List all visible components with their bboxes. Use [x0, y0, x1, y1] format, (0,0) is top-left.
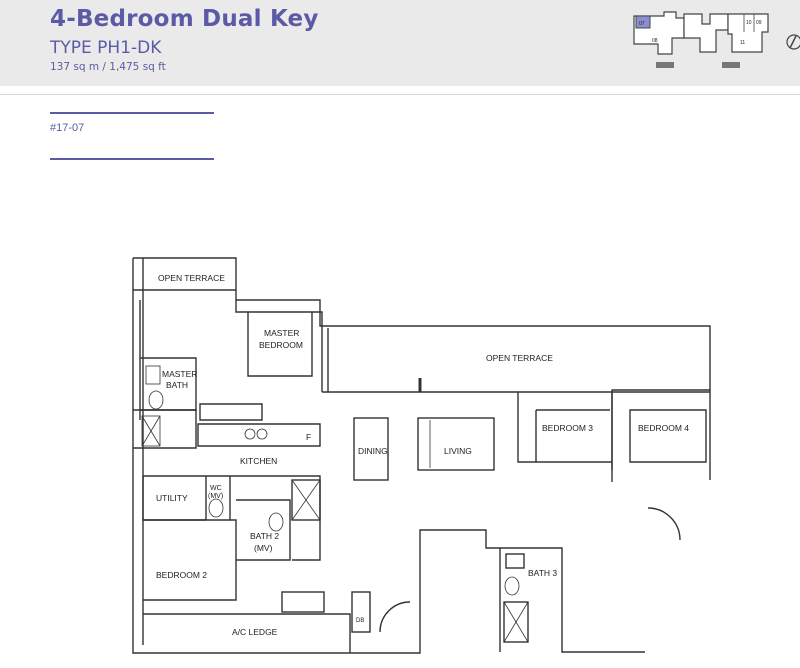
plan-fixtures — [141, 365, 529, 643]
room-label-ac-ledge: A/C LEDGE — [232, 627, 278, 637]
keyplan-highlight-unit — [635, 15, 651, 29]
room-label-db: DB — [356, 618, 364, 624]
room-label-master-bedroom: BEDROOM — [259, 340, 303, 350]
room-label-master-bedroom: MASTER — [264, 328, 299, 338]
unit-area: 137 sq m / 1,475 sq ft — [50, 61, 166, 73]
header-divider — [0, 94, 800, 95]
room-label-bedroom-2: BEDROOM 2 — [156, 570, 207, 580]
keyplan-label: 09 — [756, 20, 762, 26]
keyplan-label: 07 — [639, 21, 645, 27]
key-plan: 07 10 09 11 08 — [633, 11, 800, 68]
room-label-wc: (MV) — [208, 493, 223, 500]
keyplan-label: 08 — [652, 38, 658, 44]
room-label-open-terrace: OPEN TERRACE — [158, 273, 225, 283]
keyplan-label: 11 — [740, 40, 745, 46]
room-label-master-bath: BATH — [166, 380, 188, 390]
keyplan-block-right — [727, 13, 769, 53]
unit-rule-top — [50, 112, 214, 114]
keyplan-label: 10 — [746, 20, 752, 26]
room-label-dining: DINING — [358, 446, 388, 456]
page-title: 4-Bedroom Dual Key — [50, 6, 319, 32]
room-label-bath-3: BATH 3 — [528, 568, 557, 578]
room-label-bath-2: (MV) — [254, 543, 273, 553]
keyplan-block-tag — [722, 62, 740, 68]
room-label-bedroom-4: BEDROOM 4 — [638, 423, 689, 433]
unit-number: #17-07 — [50, 122, 85, 134]
keyplan-block-tag — [656, 62, 674, 68]
room-label-bath-2: BATH 2 — [250, 531, 279, 541]
room-label-wc: WC — [210, 485, 222, 492]
unit-type: TYPE PH1-DK — [50, 38, 162, 58]
plan-walls — [132, 257, 711, 654]
north-arrow-icon — [786, 34, 800, 50]
room-label-utility: UTILITY — [156, 493, 188, 503]
header-band: 4-Bedroom Dual Key TYPE PH1-DK 137 sq m … — [0, 0, 800, 86]
fixture-label-fridge: F — [306, 432, 311, 442]
room-label-bedroom-3: BEDROOM 3 — [542, 423, 593, 433]
unit-rule-bottom — [50, 158, 214, 160]
room-label-kitchen: KITCHEN — [240, 456, 277, 466]
room-label-master-bath: MASTER — [162, 369, 197, 379]
room-label-living: LIVING — [444, 446, 472, 456]
room-label-open-terrace-right: OPEN TERRACE — [486, 353, 553, 363]
